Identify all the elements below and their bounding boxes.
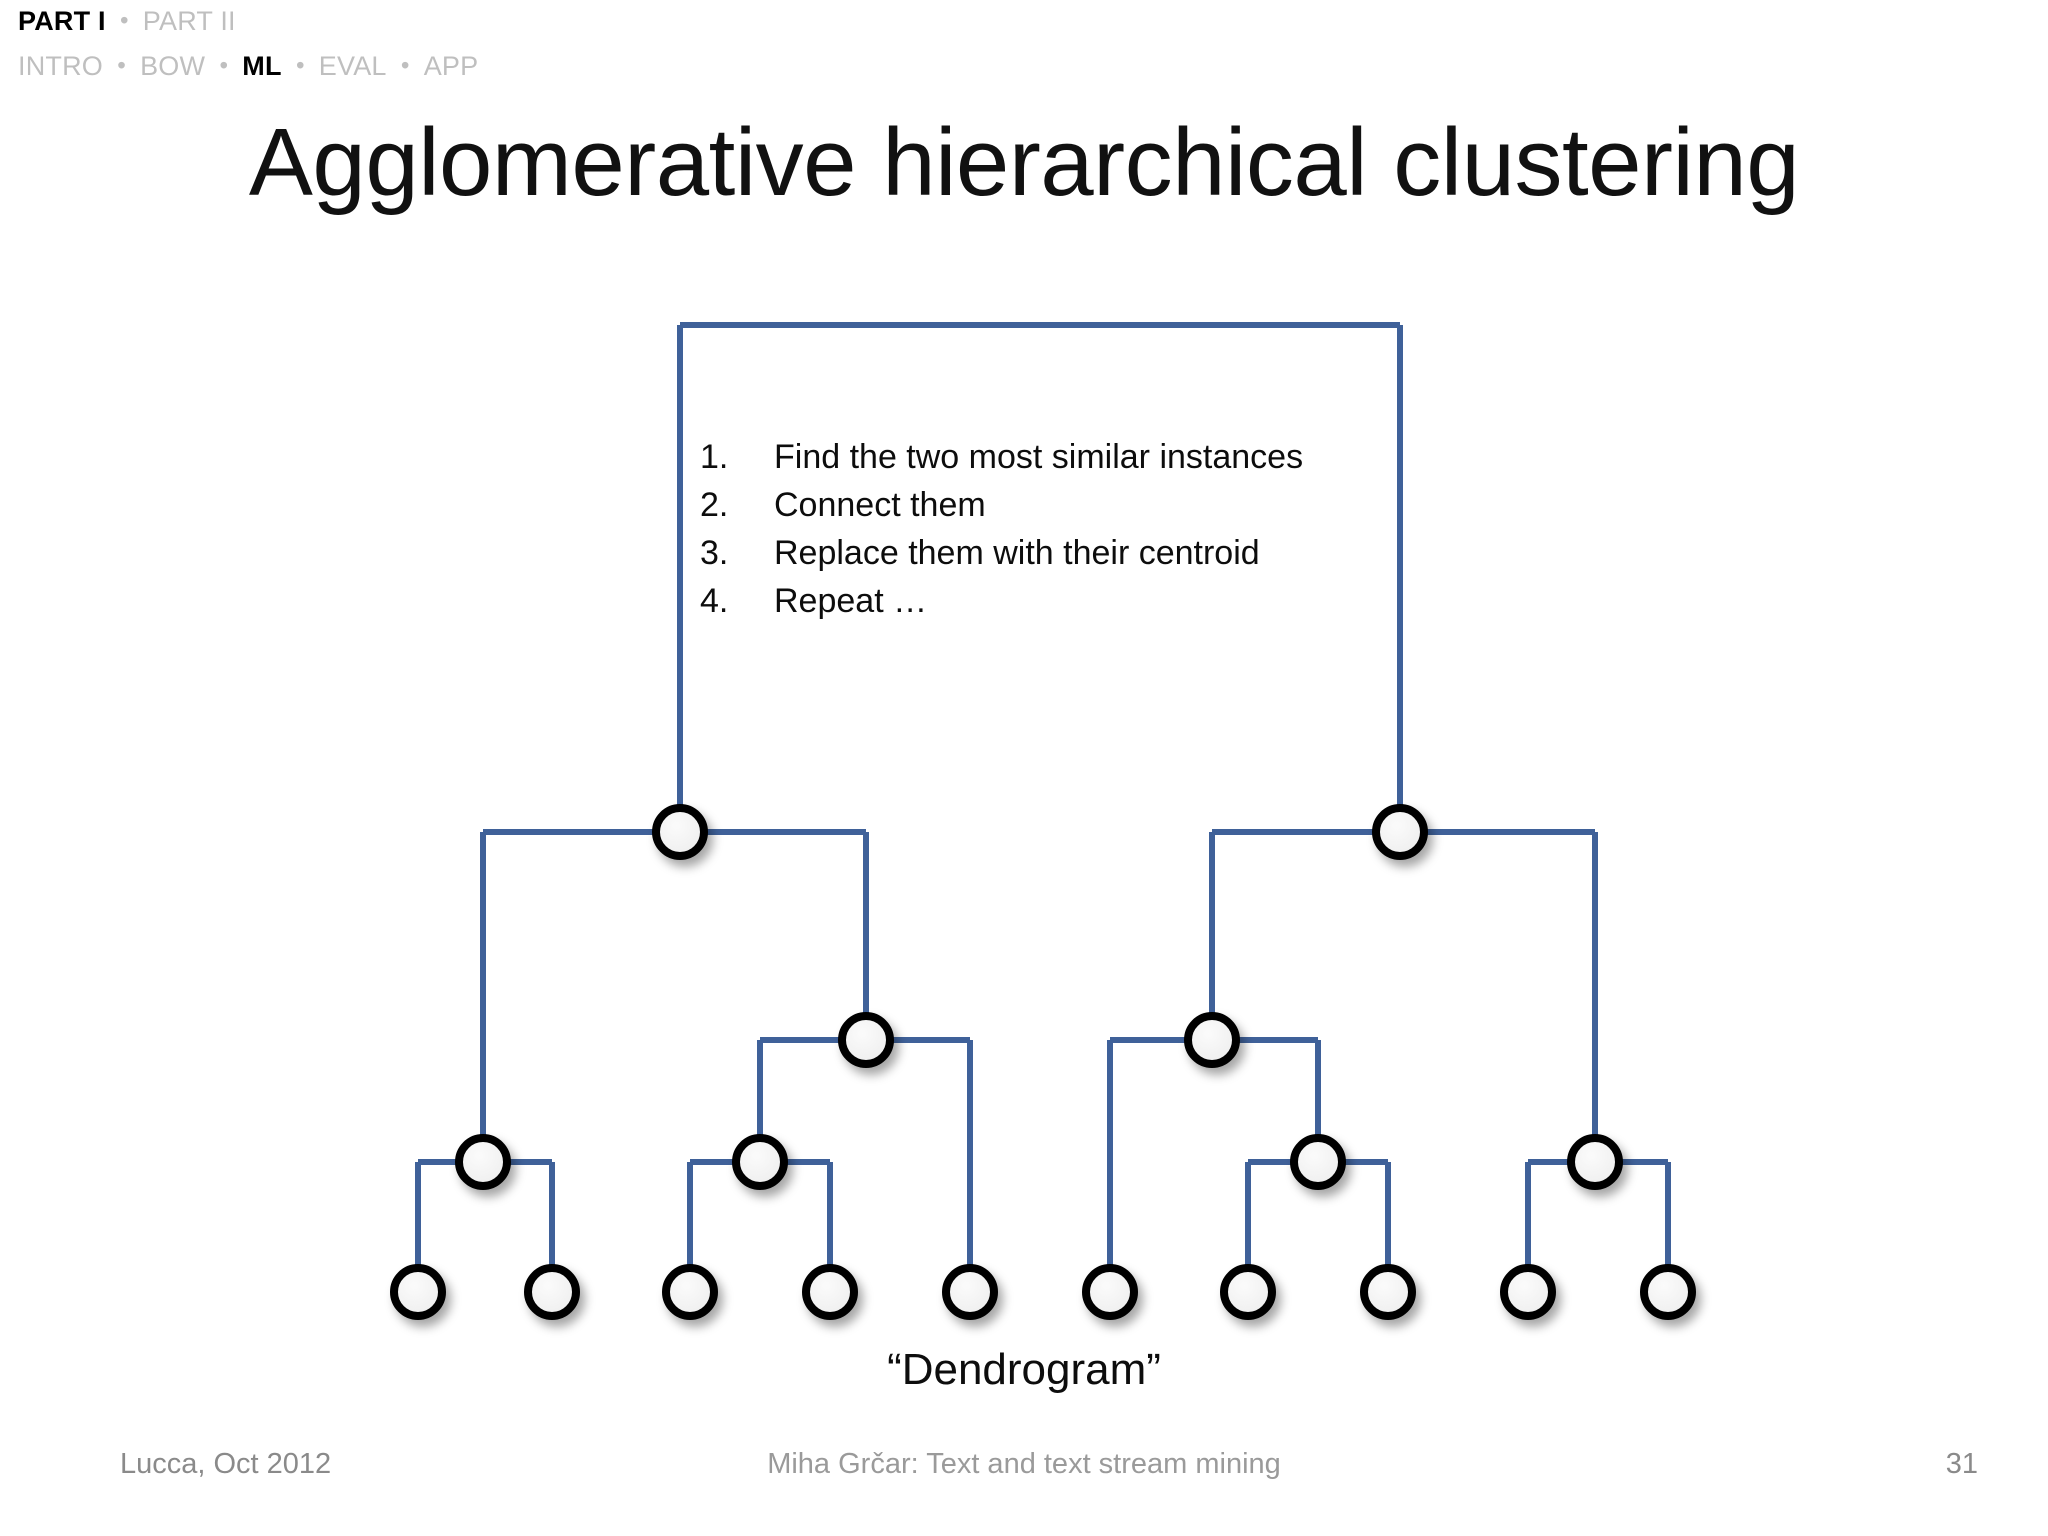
- breadcrumb-item-intro[interactable]: INTRO: [18, 51, 103, 81]
- dendrogram-leaf-node: [390, 1264, 446, 1320]
- breadcrumb-separator-icon: •: [296, 52, 305, 78]
- algorithm-steps-list: 1. Find the two most similar instances 2…: [700, 440, 1400, 632]
- dendrogram-caption: “Dendrogram”: [887, 1345, 1161, 1394]
- dendrogram-leaf-node: [1640, 1264, 1696, 1320]
- list-item-number: 2.: [700, 486, 729, 524]
- dendrogram-leaf-node: [802, 1264, 858, 1320]
- breadcrumb-item-eval[interactable]: EVAL: [318, 51, 387, 81]
- footer-location-date: Lucca, Oct 2012: [120, 1448, 332, 1480]
- list-item: 3. Replace them with their centroid: [700, 536, 1400, 570]
- dendrogram-leaf-node: [942, 1264, 998, 1320]
- dendrogram-leaf-node: [524, 1264, 580, 1320]
- list-item-number: 4.: [700, 582, 729, 620]
- list-item: 1. Find the two most similar instances: [700, 440, 1400, 474]
- list-item: 2. Connect them: [700, 488, 1400, 522]
- dendrogram-merge-node: [652, 804, 708, 860]
- dendrogram-nodes: [390, 804, 1696, 1320]
- breadcrumb: PART I • PART II INTRO • BOW • ML • EVAL…: [18, 8, 1218, 80]
- dendrogram-leaf-node: [662, 1264, 718, 1320]
- footer-author-title: Miha Grčar: Text and text stream mining: [767, 1448, 1281, 1480]
- dendrogram-merge-node: [1567, 1134, 1623, 1190]
- breadcrumb-item-part-ii[interactable]: PART II: [142, 6, 236, 36]
- dendrogram-merge-node: [455, 1134, 511, 1190]
- list-item-number: 1.: [700, 438, 729, 476]
- dendrogram-merge-node: [1290, 1134, 1346, 1190]
- breadcrumb-item-ml[interactable]: ML: [242, 51, 282, 81]
- list-item-label: Replace them with their centroid: [774, 534, 1260, 572]
- list-item: 4. Repeat …: [700, 584, 1400, 618]
- footer-page-number: 31: [1945, 1448, 1978, 1480]
- list-item-label: Repeat …: [774, 582, 928, 620]
- breadcrumb-item-app[interactable]: APP: [423, 51, 479, 81]
- breadcrumb-separator-icon: •: [117, 52, 126, 78]
- dendrogram-merge-node: [838, 1012, 894, 1068]
- breadcrumb-separator-icon: •: [401, 52, 410, 78]
- dendrogram-leaf-node: [1500, 1264, 1556, 1320]
- list-item-label: Connect them: [774, 486, 986, 524]
- dendrogram-merge-node: [1372, 804, 1428, 860]
- breadcrumb-item-bow[interactable]: BOW: [140, 51, 206, 81]
- dendrogram-merge-node: [1184, 1012, 1240, 1068]
- breadcrumb-row-parts: PART I • PART II: [18, 8, 1218, 35]
- list-item-number: 3.: [700, 534, 729, 572]
- list-item-label: Find the two most similar instances: [774, 438, 1304, 476]
- dendrogram-leaf-node: [1082, 1264, 1138, 1320]
- dendrogram-leaf-node: [1220, 1264, 1276, 1320]
- breadcrumb-separator-icon: •: [120, 7, 129, 33]
- breadcrumb-row-sections: INTRO • BOW • ML • EVAL • APP: [18, 53, 1218, 80]
- dendrogram-merge-node: [732, 1134, 788, 1190]
- page-title: Agglomerative hierarchical clustering: [248, 109, 1800, 216]
- breadcrumb-separator-icon: •: [219, 52, 228, 78]
- dendrogram-leaf-node: [1360, 1264, 1416, 1320]
- breadcrumb-item-part-i[interactable]: PART I: [18, 6, 106, 36]
